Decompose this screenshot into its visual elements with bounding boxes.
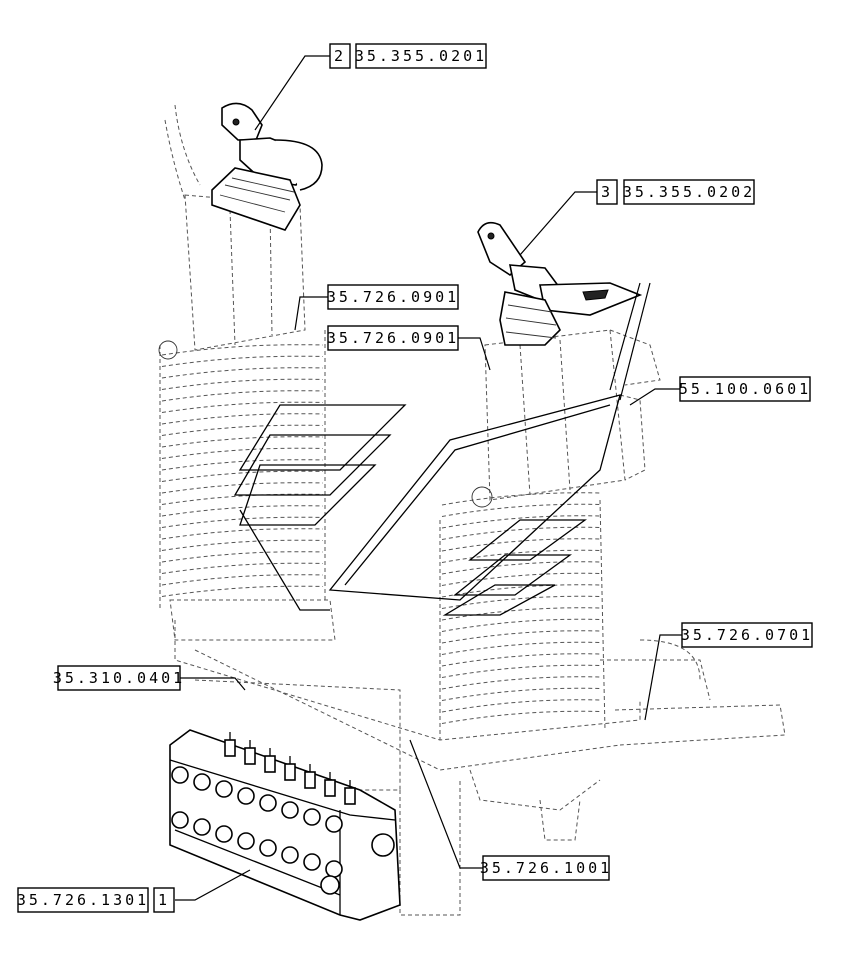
bellows-rib (161, 390, 324, 402)
valve-cap (224, 739, 236, 757)
callout-part-reference: 35.726.0901 (327, 288, 459, 306)
right-control-tower (439, 329, 661, 740)
callout-item-number: 2 (334, 47, 346, 65)
bellows-rib (441, 699, 603, 713)
valve-port (193, 818, 211, 836)
callout-part-reference: 55.100.0601 (679, 380, 811, 398)
valve-port (237, 787, 255, 805)
bellows-rib (441, 561, 603, 575)
callout-1[interactable]: 35.726.1301 1 (17, 887, 175, 913)
right-joystick (477, 221, 643, 346)
valve-port (193, 773, 211, 791)
valve-cap (264, 755, 276, 773)
bellows-rib (441, 618, 603, 632)
right-bellows (441, 492, 603, 724)
bellows-rib (441, 584, 603, 598)
valve-caps (224, 732, 356, 805)
valve-port (303, 853, 321, 871)
bellows-rib (161, 401, 324, 413)
valve-port (320, 875, 340, 895)
bellows-rib (441, 607, 603, 621)
bellows-rib (161, 574, 324, 586)
bellows-rib (161, 367, 324, 379)
valve-port (237, 832, 255, 850)
bellows-rib (161, 447, 324, 459)
bellows-rib (161, 344, 324, 356)
bellows-rib (161, 459, 324, 471)
bellows-rib (161, 424, 324, 436)
callout-part-reference: 35.310.0401 (53, 669, 185, 687)
valve-cap (244, 747, 256, 765)
bellows-rib (441, 630, 603, 644)
valve-ports (171, 766, 395, 895)
valve-cap (324, 779, 336, 797)
callout-valve-mount[interactable]: 35.310.0401 (53, 665, 185, 691)
callout-part-reference: 35.726.0701 (681, 626, 813, 644)
callout-right-bellows[interactable]: 35.726.0901 (327, 325, 459, 351)
bellows-rib (441, 526, 603, 540)
callout-part-reference: 35.726.0901 (327, 329, 459, 347)
callout-part-reference: 35.726.1301 (17, 891, 149, 909)
bellows-rib (441, 549, 603, 563)
callout-part-reference: 35.726.1001 (480, 859, 612, 877)
bellows-rib (161, 516, 324, 528)
callout-part-reference: 35.355.0202 (623, 183, 755, 201)
valve-port (325, 860, 343, 878)
bellows-rib (161, 355, 324, 367)
seal-plates (233, 394, 621, 616)
callout-part-reference: 35.355.0201 (355, 47, 487, 65)
valve-port (281, 846, 299, 864)
valve-cap (304, 771, 316, 789)
bellows-rib (161, 470, 324, 482)
bellows-rib (161, 493, 324, 505)
bellows-rib (441, 515, 603, 529)
bellows-rib (161, 528, 324, 540)
bellows-rib (161, 436, 324, 448)
bellows-rib (161, 505, 324, 517)
base-frame (174, 620, 786, 916)
bellows-rib (441, 503, 603, 517)
bellows-rib (161, 585, 324, 597)
callout-hydraulic-lines[interactable]: 35.726.1001 (480, 855, 612, 881)
callout-console-bracket[interactable]: 55.100.0601 (679, 376, 811, 402)
callout-3[interactable]: 3 35.355.0202 (596, 179, 755, 205)
callout-2[interactable]: 2 35.355.0201 (329, 43, 487, 69)
bellows-rib (161, 551, 324, 563)
left-joystick (211, 102, 323, 231)
leader-lines (175, 55, 682, 901)
valve-port (259, 794, 277, 812)
valve-port (171, 766, 189, 784)
bellows-rib (441, 595, 603, 609)
valve-cap (284, 763, 296, 781)
bellows-rib (161, 539, 324, 551)
callout-item-number: 1 (158, 891, 170, 909)
callout-item-number: 3 (601, 183, 613, 201)
valve-port (371, 833, 395, 857)
callout-left-bellows[interactable]: 35.726.0901 (327, 284, 459, 310)
valve-port (215, 780, 233, 798)
valve-port (171, 811, 189, 829)
callout-frame-rail[interactable]: 35.726.0701 (681, 622, 813, 648)
bellows-rib (161, 378, 324, 390)
bellows-rib (441, 664, 603, 678)
valve-port (259, 839, 277, 857)
bellows-rib (441, 641, 603, 655)
valve-cap (344, 787, 356, 805)
bellows-rib (161, 562, 324, 574)
bellows-rib (161, 413, 324, 425)
bellows-rib (441, 676, 603, 690)
bellows-rib (441, 538, 603, 552)
bellows-rib (441, 492, 603, 506)
bellows-rib (441, 572, 603, 586)
bellows-rib (441, 710, 603, 724)
valve-block (169, 729, 401, 921)
bellows-rib (161, 482, 324, 494)
valve-port (325, 815, 343, 833)
bellows-rib (441, 653, 603, 667)
bellows-rib (441, 687, 603, 701)
valve-port (215, 825, 233, 843)
valve-port (281, 801, 299, 819)
valve-port (303, 808, 321, 826)
